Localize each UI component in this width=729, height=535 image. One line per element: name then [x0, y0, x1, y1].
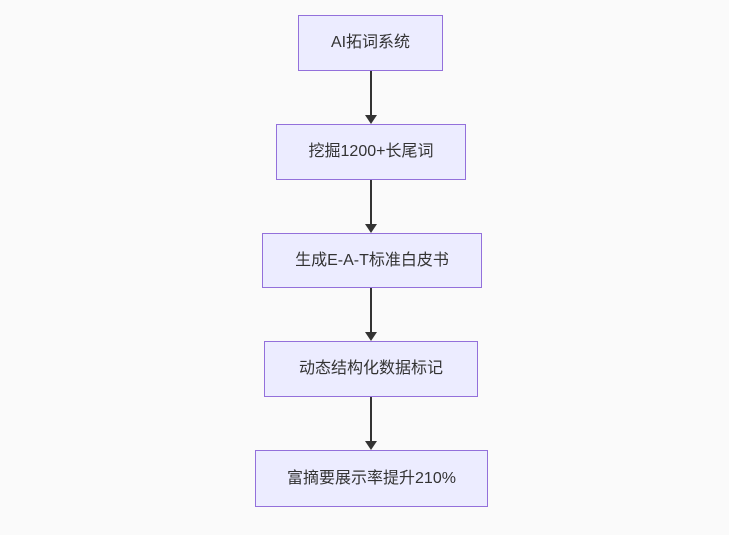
node-label: 挖掘1200+长尾词 [308, 143, 434, 160]
arrow-line [370, 397, 372, 441]
flowchart-node-longtail-mining: 挖掘1200+长尾词 [276, 124, 466, 180]
node-label: 富摘要展示率提升210% [287, 469, 456, 487]
flowchart-node-ai-keyword-system: AI拓词系统 [298, 15, 443, 71]
arrow-head-icon [365, 224, 377, 233]
arrow-line [370, 180, 372, 224]
flow-arrow-2 [365, 180, 377, 233]
flow-arrow-4 [365, 397, 377, 450]
flowchart-node-rich-snippet-result: 富摘要展示率提升210% [255, 450, 488, 507]
node-label: 生成E-A-T标准白皮书 [295, 251, 449, 269]
flowchart-node-eat-whitepaper: 生成E-A-T标准白皮书 [262, 233, 482, 288]
arrow-line [370, 288, 372, 332]
arrow-line [370, 71, 372, 115]
node-label: AI拓词系统 [330, 34, 411, 51]
flowchart-node-structured-data-markup: 动态结构化数据标记 [264, 341, 478, 397]
flow-arrow-1 [365, 71, 377, 124]
node-label: 动态结构化数据标记 [298, 360, 443, 377]
arrow-head-icon [365, 115, 377, 124]
arrow-head-icon [365, 332, 377, 341]
arrow-head-icon [365, 441, 377, 450]
flow-arrow-3 [365, 288, 377, 341]
